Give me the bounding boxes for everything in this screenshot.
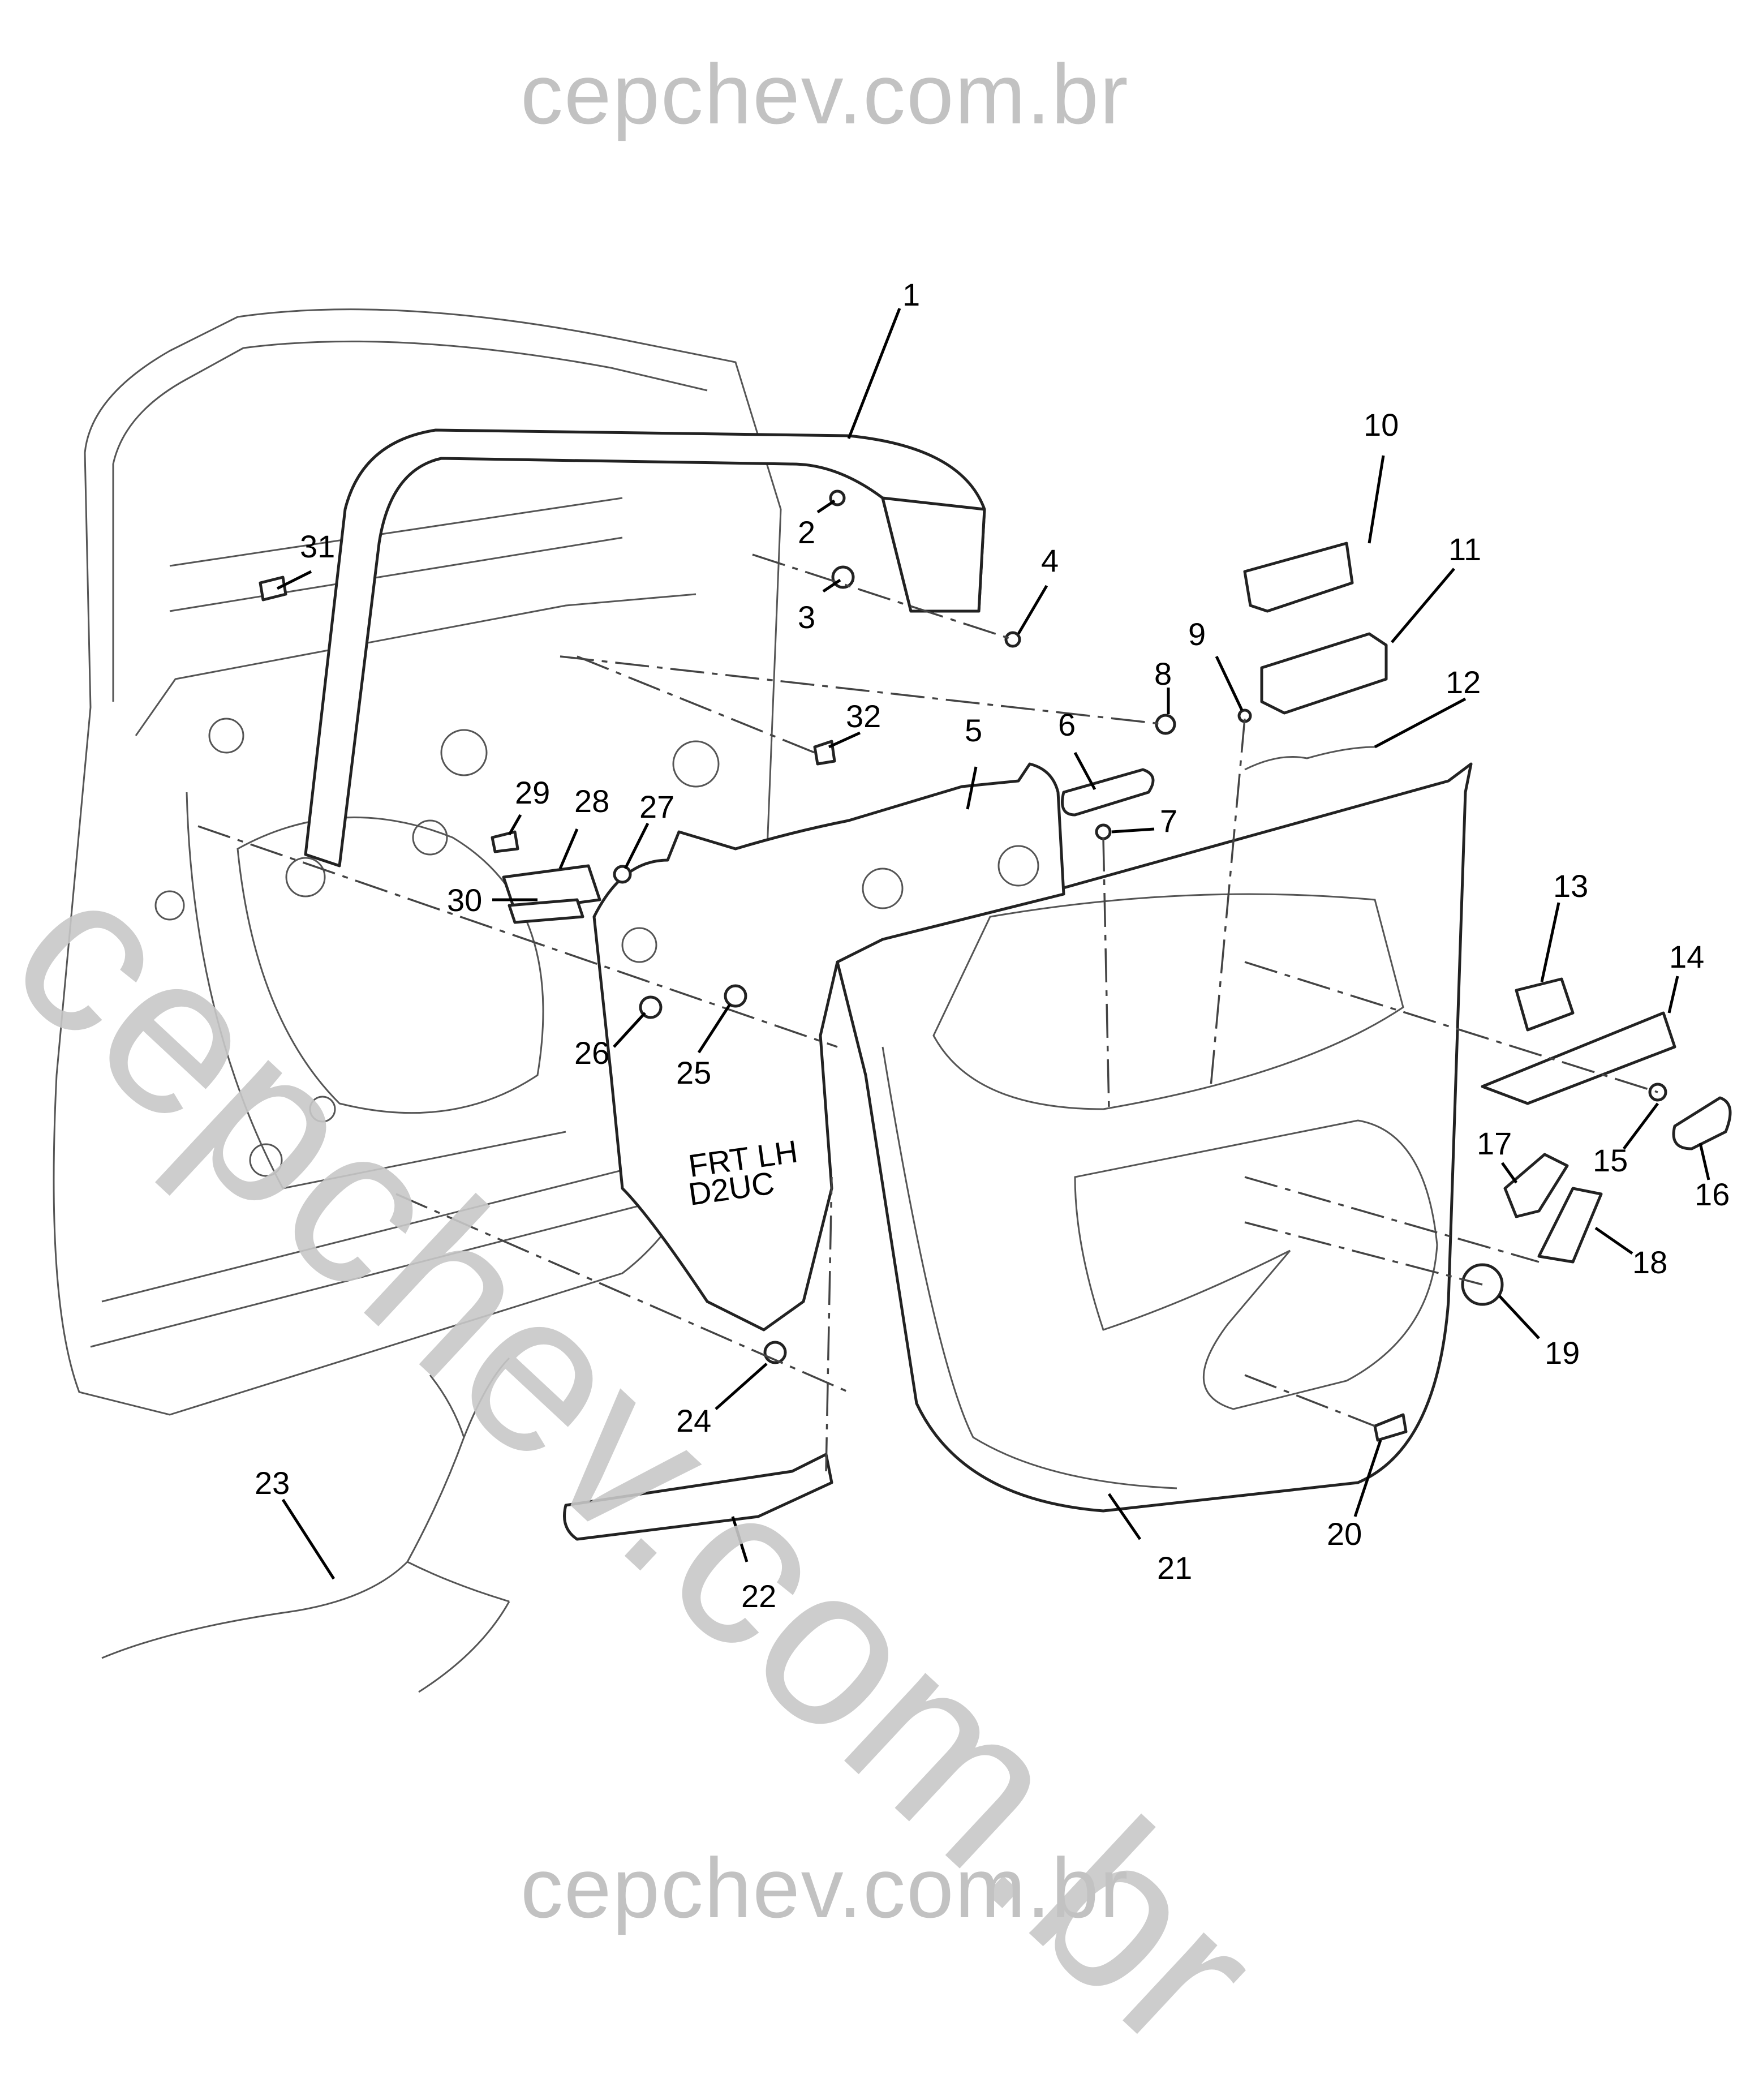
callout-22: 22 bbox=[741, 1578, 776, 1614]
callout-20: 20 bbox=[1327, 1516, 1362, 1552]
bracket-30 bbox=[508, 898, 584, 924]
window-frame-molding bbox=[304, 428, 986, 868]
alignment-lines bbox=[197, 553, 1658, 1472]
parts-small bbox=[101, 489, 1732, 1693]
callout-21: 21 bbox=[1157, 1550, 1192, 1586]
callout-5: 5 bbox=[965, 712, 982, 748]
callout-26: 26 bbox=[574, 1035, 609, 1071]
grommet-25 bbox=[724, 984, 747, 1008]
clip-29 bbox=[491, 830, 519, 853]
watermark-bottom: cepchev.com.br bbox=[521, 1840, 1129, 1935]
callout-9: 9 bbox=[1188, 616, 1206, 652]
callout-11: 11 bbox=[1448, 531, 1481, 567]
grommet-26 bbox=[639, 995, 663, 1019]
door-frame bbox=[53, 308, 782, 1416]
switch-harness bbox=[1244, 746, 1375, 771]
callout-27: 27 bbox=[639, 789, 674, 824]
screw-7 bbox=[1095, 823, 1112, 840]
callout-6: 6 bbox=[1058, 707, 1076, 742]
water-deflector bbox=[592, 762, 1065, 1332]
door-trim-panel bbox=[836, 762, 1473, 1513]
callout-24: 24 bbox=[676, 1403, 711, 1438]
callout-7: 7 bbox=[1160, 803, 1177, 839]
callout-13: 13 bbox=[1553, 868, 1588, 904]
callout-23: 23 bbox=[255, 1465, 290, 1501]
callout-32: 32 bbox=[846, 698, 881, 734]
callout-12: 12 bbox=[1446, 664, 1481, 700]
lock-switch bbox=[1503, 1153, 1569, 1218]
door-trim-exploded-diagram: FRT LH D2UC bbox=[53, 277, 1732, 1693]
callout-labels: 1 2 3 4 5 6 7 8 9 10 11 12 13 14 15 16 1… bbox=[255, 277, 1730, 1614]
armrest-switch-assembly bbox=[563, 1453, 833, 1541]
wiring-harness bbox=[101, 1357, 510, 1693]
pull-handle-cup bbox=[1061, 768, 1155, 817]
callout-25: 25 bbox=[676, 1055, 711, 1090]
trim-cap bbox=[1672, 1096, 1732, 1150]
screw-4 bbox=[1004, 631, 1021, 648]
callout-29: 29 bbox=[515, 775, 550, 810]
callout-10: 10 bbox=[1364, 407, 1399, 443]
callout-8: 8 bbox=[1154, 656, 1172, 692]
callout-3: 3 bbox=[798, 599, 815, 635]
clip-31 bbox=[259, 576, 287, 602]
callout-1: 1 bbox=[902, 277, 920, 312]
screw-27 bbox=[613, 865, 632, 884]
leader-lines bbox=[276, 308, 1710, 1580]
callout-19: 19 bbox=[1545, 1335, 1580, 1371]
callout-16: 16 bbox=[1695, 1176, 1730, 1212]
window-switch bbox=[1260, 632, 1388, 715]
callout-31: 31 bbox=[300, 529, 335, 564]
callout-4: 4 bbox=[1041, 543, 1059, 578]
callout-18: 18 bbox=[1632, 1244, 1667, 1280]
callout-28: 28 bbox=[574, 783, 609, 819]
lock-switch-bezel bbox=[1537, 1187, 1603, 1264]
seat-switch bbox=[1515, 977, 1575, 1032]
watermark-top: cepchev.com.br bbox=[521, 46, 1129, 141]
armrest-bezel bbox=[1481, 1011, 1676, 1105]
callout-17: 17 bbox=[1477, 1126, 1512, 1161]
reflector bbox=[1373, 1413, 1408, 1442]
callout-30: 30 bbox=[447, 882, 482, 918]
switch-bezel bbox=[1243, 542, 1354, 613]
callout-15: 15 bbox=[1593, 1143, 1628, 1178]
callout-14: 14 bbox=[1669, 939, 1704, 974]
nut-8 bbox=[1155, 714, 1176, 735]
callout-2: 2 bbox=[798, 514, 815, 550]
